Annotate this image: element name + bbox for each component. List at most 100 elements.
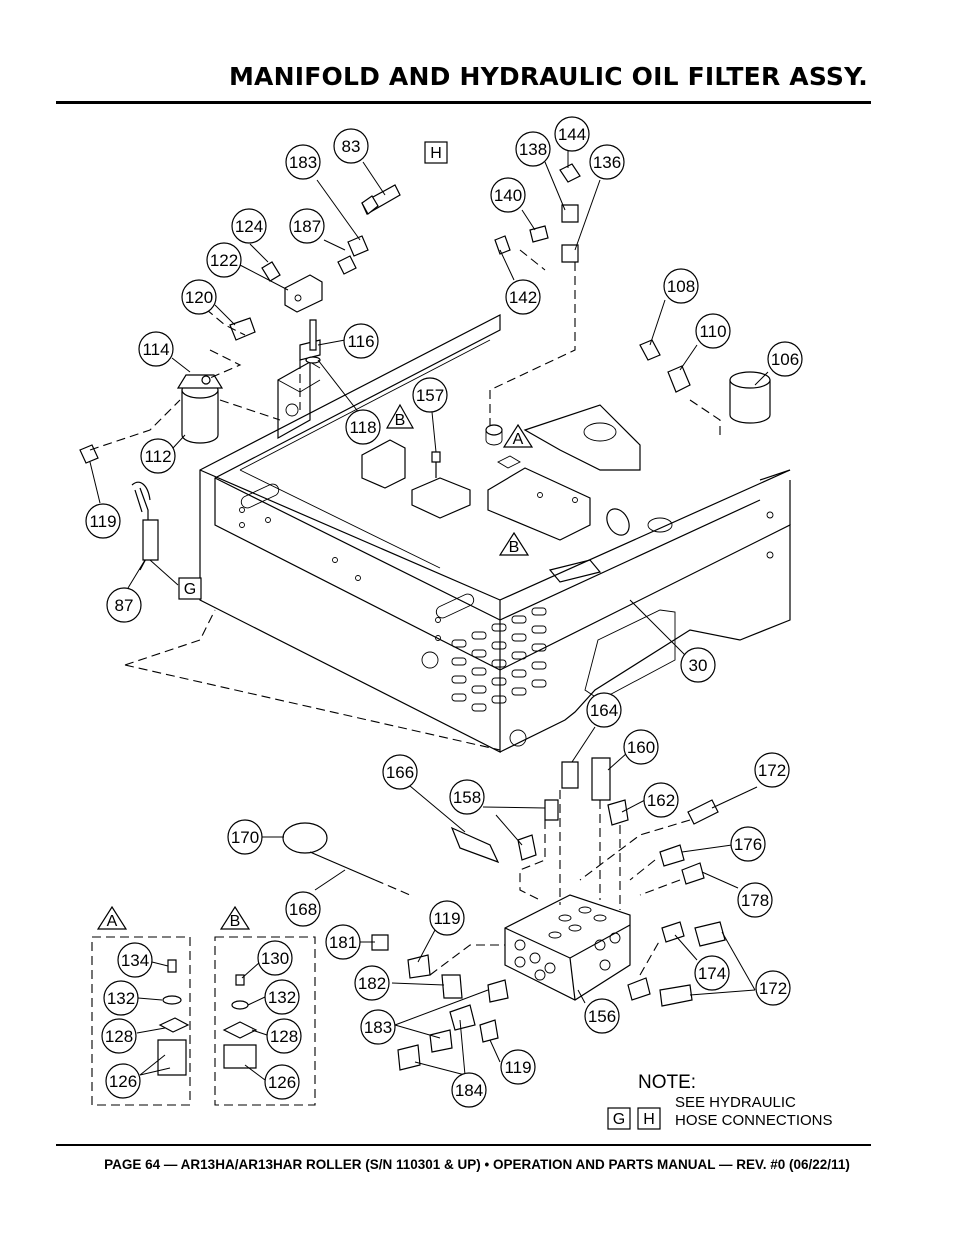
- note-line-1: SEE HYDRAULIC: [675, 1094, 796, 1111]
- callout-108: 108: [663, 268, 699, 304]
- frame-vent-slots: [451, 607, 547, 712]
- svg-text:122: 122: [210, 251, 238, 270]
- svg-text:160: 160: [627, 738, 655, 757]
- svg-text:183: 183: [289, 153, 317, 172]
- callout-114: 114: [138, 331, 174, 367]
- callout-176: 176: [730, 826, 766, 862]
- triangle-marker-b: B: [385, 403, 415, 429]
- note-line-2: HOSE CONNECTIONS: [675, 1112, 833, 1129]
- svg-text:B: B: [230, 913, 241, 930]
- callout-162: 162: [643, 782, 679, 818]
- callout-156: 156: [584, 998, 620, 1034]
- svg-text:124: 124: [235, 217, 263, 236]
- svg-text:144: 144: [558, 125, 586, 144]
- svg-text:162: 162: [647, 791, 675, 810]
- svg-text:B: B: [509, 539, 520, 556]
- callout-170: 170: [227, 819, 263, 855]
- callout-157: 157: [412, 377, 448, 413]
- callout-183-b: 183: [360, 1009, 396, 1045]
- callout-130: 130: [257, 940, 293, 976]
- svg-text:138: 138: [519, 140, 547, 159]
- callout-87: 87: [106, 587, 142, 623]
- svg-text:H: H: [643, 1111, 655, 1128]
- callout-128: 128: [101, 1018, 137, 1054]
- callout-134: 134: [117, 942, 153, 978]
- callout-142: 142: [505, 279, 541, 315]
- svg-text:112: 112: [144, 447, 171, 466]
- callout-119: 119: [85, 503, 121, 539]
- svg-text:110: 110: [699, 322, 726, 341]
- svg-text:114: 114: [142, 340, 169, 359]
- svg-text:120: 120: [185, 288, 213, 307]
- svg-text:172: 172: [759, 979, 787, 998]
- callout-182: 182: [354, 965, 390, 1001]
- triangle-marker-b-2: B: [498, 531, 530, 556]
- connection-lines: [89, 249, 721, 976]
- callout-174: 174: [694, 955, 730, 991]
- svg-text:166: 166: [386, 763, 414, 782]
- svg-text:183: 183: [364, 1018, 392, 1037]
- svg-text:108: 108: [667, 277, 695, 296]
- svg-text:142: 142: [509, 288, 537, 307]
- svg-text:168: 168: [289, 900, 317, 919]
- kit-box-b: [214, 936, 316, 1106]
- svg-text:132: 132: [268, 988, 296, 1007]
- callout-128-b: 128: [266, 1018, 302, 1054]
- triangle-marker-a-kit: A: [96, 905, 128, 930]
- leader-lines: [89, 151, 769, 1081]
- footer-rule: [56, 1144, 871, 1146]
- frame-drawing: [199, 314, 791, 753]
- callout-118: 118: [345, 409, 381, 445]
- svg-text:126: 126: [109, 1072, 137, 1091]
- svg-text:156: 156: [588, 1007, 616, 1026]
- callout-140: 140: [490, 177, 526, 213]
- svg-text:136: 136: [593, 153, 621, 172]
- svg-text:134: 134: [121, 951, 149, 970]
- callout-181: 181: [325, 924, 361, 960]
- svg-text:119: 119: [504, 1058, 531, 1077]
- note-block: NOTE: G H SEE HYDRAULIC HOSE CONNECTIONS: [607, 1072, 833, 1130]
- callout-126: 126: [105, 1063, 141, 1099]
- callout-184: 184: [451, 1072, 487, 1108]
- svg-text:187: 187: [293, 217, 321, 236]
- callout-120: 120: [181, 279, 217, 315]
- kit-box-a: [91, 936, 191, 1106]
- svg-text:B: B: [395, 412, 406, 429]
- svg-text:128: 128: [270, 1027, 298, 1046]
- svg-text:132: 132: [107, 989, 135, 1008]
- callout-126-b: 126: [264, 1064, 300, 1100]
- svg-text:178: 178: [741, 891, 769, 910]
- callout-172: 172: [754, 752, 790, 788]
- callout-124: 124: [231, 208, 267, 244]
- callout-158: 158: [449, 779, 485, 815]
- svg-text:130: 130: [261, 949, 289, 968]
- svg-text:G: G: [613, 1111, 625, 1128]
- svg-text:128: 128: [105, 1027, 133, 1046]
- svg-text:164: 164: [590, 701, 618, 720]
- svg-text:181: 181: [329, 933, 357, 952]
- callout-166: 166: [382, 754, 418, 790]
- box-label-g: G: [178, 577, 202, 600]
- filter-assembly-drawing: [79, 163, 771, 571]
- svg-text:158: 158: [453, 788, 481, 807]
- svg-text:157: 157: [416, 386, 444, 405]
- callout-106: 106: [767, 341, 803, 377]
- svg-text:83: 83: [342, 137, 361, 156]
- svg-text:119: 119: [89, 512, 116, 531]
- callout-172-b: 172: [755, 970, 791, 1006]
- box-label-h: H: [424, 141, 448, 164]
- manifold-drawing: [282, 757, 726, 1071]
- svg-text:116: 116: [347, 332, 374, 351]
- callout-178: 178: [737, 882, 773, 918]
- callout-187: 187: [289, 208, 325, 244]
- callout-119-b: 119: [429, 900, 465, 936]
- svg-text:170: 170: [231, 828, 259, 847]
- svg-text:106: 106: [771, 350, 799, 369]
- title-rule: [56, 101, 871, 104]
- callout-112: 112: [140, 438, 176, 474]
- triangle-marker-a: A: [502, 423, 534, 448]
- note-title: NOTE:: [638, 1072, 696, 1093]
- callout-164: 164: [586, 692, 622, 728]
- callout-83: 83: [333, 128, 369, 164]
- svg-text:30: 30: [689, 656, 708, 675]
